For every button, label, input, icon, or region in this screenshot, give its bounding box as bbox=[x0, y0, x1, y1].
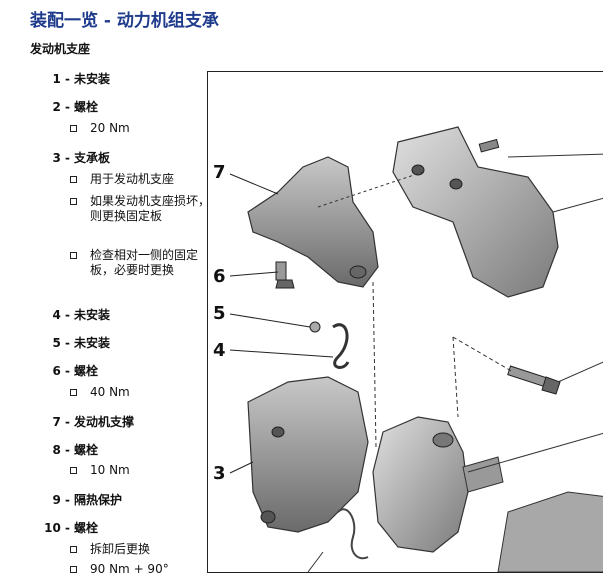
list-item: 5 - 未安装 bbox=[30, 334, 110, 351]
callout-7: 7 bbox=[213, 162, 226, 183]
item-label: 螺栓 bbox=[74, 100, 99, 114]
item-number: 3 - bbox=[52, 151, 70, 165]
callout-6: 6 bbox=[213, 266, 226, 287]
support-plate-part bbox=[247, 376, 369, 533]
item-number: 4 - bbox=[52, 308, 70, 322]
subframe-part bbox=[497, 491, 603, 572]
item-number: 5 - bbox=[52, 336, 70, 350]
item-number: 10 - bbox=[44, 521, 70, 535]
heat-shield-part bbox=[392, 126, 559, 298]
callout-5: 5 bbox=[213, 303, 226, 324]
page-title: 装配一览 - 动力机组支承 bbox=[30, 11, 219, 31]
engine-mount-diagram bbox=[229, 126, 603, 572]
item-number: 2 - bbox=[52, 100, 70, 114]
list-item: 9 - 隔热保护 bbox=[30, 491, 122, 508]
item-label: 螺栓 bbox=[74, 364, 99, 378]
list-item: 6 - 螺栓 bbox=[30, 362, 98, 379]
section-title: 发动机支座 bbox=[30, 42, 91, 56]
engine-support-part bbox=[247, 156, 379, 288]
bolt-part bbox=[275, 261, 287, 281]
callout-3: 3 bbox=[213, 463, 226, 484]
item-label: 螺栓 bbox=[74, 443, 99, 457]
item-label: 支承板 bbox=[74, 151, 111, 165]
clip-part bbox=[332, 323, 350, 369]
engine-mount-part bbox=[372, 416, 469, 553]
item-label: 未安装 bbox=[74, 72, 111, 86]
square-bullet-icon bbox=[70, 176, 77, 183]
item-number: 8 - bbox=[52, 443, 70, 457]
bolt-part bbox=[478, 138, 500, 153]
square-bullet-icon bbox=[70, 389, 77, 396]
nut-part bbox=[309, 321, 321, 333]
list-item: 4 - 未安装 bbox=[30, 306, 110, 323]
square-bullet-icon bbox=[70, 125, 77, 132]
long-bolt-part bbox=[507, 365, 550, 388]
item-label: 螺栓 bbox=[74, 521, 99, 535]
item-label: 未安装 bbox=[74, 308, 111, 322]
item-label: 隔热保护 bbox=[74, 493, 123, 507]
callout-4: 4 bbox=[213, 340, 226, 361]
square-bullet-icon bbox=[70, 566, 77, 573]
exploded-view-figure: 7 6 5 4 3 bbox=[207, 71, 603, 573]
list-item: 7 - 发动机支撑 bbox=[30, 413, 134, 430]
list-item: 8 - 螺栓 bbox=[30, 441, 98, 458]
square-bullet-icon bbox=[70, 467, 77, 474]
item-number: 7 - bbox=[52, 415, 70, 429]
list-item: 2 - 螺栓 bbox=[30, 98, 98, 115]
item-number: 6 - bbox=[52, 364, 70, 378]
item-label: 发动机支撑 bbox=[74, 415, 135, 429]
list-item: 3 - 支承板 bbox=[30, 149, 110, 166]
item-number: 9 - bbox=[52, 493, 70, 507]
item-label: 未安装 bbox=[74, 336, 111, 350]
item-number: 1 - bbox=[52, 72, 70, 86]
square-bullet-icon bbox=[70, 252, 77, 259]
list-item: 10 - 螺栓 bbox=[30, 519, 98, 536]
square-bullet-icon bbox=[70, 198, 77, 205]
list-item: 1 - 未安装 bbox=[30, 70, 110, 87]
square-bullet-icon bbox=[70, 546, 77, 553]
